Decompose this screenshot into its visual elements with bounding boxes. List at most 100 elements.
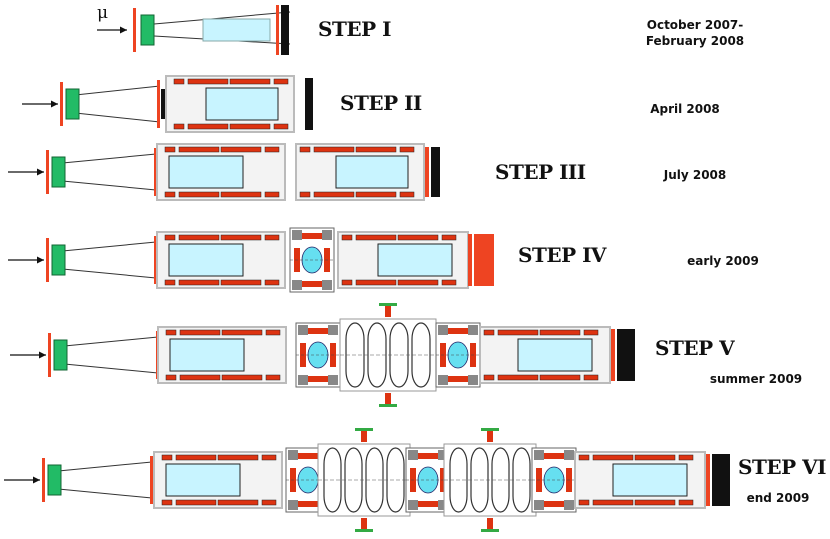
- ckov-detector: [47, 464, 62, 496]
- tof-bar: [468, 234, 472, 286]
- focus-coil-block: [292, 230, 302, 240]
- step-4-beamline: [8, 227, 494, 293]
- coil-segment: [583, 374, 599, 381]
- focus-coil-block: [328, 325, 338, 335]
- step-6-label: STEP VI: [738, 455, 826, 479]
- tof-bar: [60, 82, 63, 126]
- step-1-label: STEP I: [318, 17, 391, 41]
- beam-envelope-line: [65, 85, 161, 97]
- focus-coil-block: [438, 325, 448, 335]
- calorimeter-plate: [712, 454, 730, 506]
- coil-segment: [497, 374, 539, 381]
- focus-coil-block: [292, 280, 302, 290]
- focus-coil-winding: [544, 501, 564, 507]
- step-5-beamline: [10, 303, 635, 407]
- step-6-beamline: [4, 428, 730, 532]
- coil-segment: [678, 454, 694, 461]
- rf-coupler: [361, 430, 367, 442]
- coil-segment: [678, 499, 694, 506]
- rf-coupler-flange: [379, 404, 397, 407]
- beam-envelope-line: [53, 362, 159, 374]
- tof-bar: [276, 5, 279, 55]
- focus-coil-block: [288, 450, 298, 460]
- focus-coil-block: [328, 375, 338, 385]
- tof-bar: [611, 329, 615, 381]
- rf-cavity: [389, 322, 409, 388]
- beam-envelope-line: [53, 336, 159, 348]
- coil-segment: [164, 279, 176, 286]
- focus-coil-block: [438, 375, 448, 385]
- focus-coil-winding: [308, 328, 328, 334]
- diffuser-red: [150, 456, 153, 504]
- beam-envelope-line: [51, 267, 157, 279]
- coil-segment: [179, 374, 221, 381]
- coil-segment: [161, 454, 173, 461]
- tracker-bore: [205, 87, 279, 121]
- beam-arrow-head: [51, 100, 58, 108]
- beam-envelope-line: [47, 487, 153, 499]
- rf-coupler-flange: [481, 428, 499, 431]
- coil-segment: [634, 499, 676, 506]
- calorimeter-plate: [431, 147, 440, 197]
- ckov-detector: [51, 244, 66, 276]
- calorimeter-plate: [617, 329, 635, 381]
- tracker-bore: [612, 463, 688, 497]
- coil-segment: [355, 191, 397, 198]
- step-4-label: STEP IV: [518, 243, 606, 267]
- beam-envelope-line: [51, 241, 157, 253]
- coil-segment: [299, 191, 311, 198]
- coil-segment: [178, 279, 220, 286]
- coil-segment: [264, 146, 280, 153]
- coil-segment: [173, 78, 185, 85]
- rf-cavity: [344, 447, 363, 513]
- coil-segment: [578, 499, 590, 506]
- coil-segment: [441, 279, 457, 286]
- coil-segment: [634, 454, 676, 461]
- focus-coil-winding: [448, 376, 468, 382]
- coil-segment: [483, 329, 495, 336]
- coil-segment: [164, 146, 176, 153]
- rf-coupler: [361, 518, 367, 530]
- step-3-beamline: [8, 143, 440, 201]
- muon-symbol: μ: [97, 3, 109, 23]
- tracker-bore: [169, 338, 245, 372]
- step-1-date-line-2: February 2008: [645, 34, 745, 48]
- coil-segment: [187, 78, 229, 85]
- coil-segment: [175, 499, 217, 506]
- step-5-date-line-1: summer 2009: [709, 372, 803, 386]
- coil-segment: [187, 123, 229, 130]
- step-3-date-line-1: July 2008: [663, 168, 727, 182]
- coil-segment: [578, 454, 590, 461]
- focus-coil-winding: [302, 281, 322, 287]
- focus-coil-winding: [418, 501, 438, 507]
- diffuser-red: [157, 80, 160, 128]
- focus-coil-block: [564, 500, 574, 510]
- coil-segment: [583, 329, 599, 336]
- focus-coil-block: [288, 500, 298, 510]
- coil-segment: [399, 146, 415, 153]
- calorimeter-plate: [474, 234, 494, 286]
- coil-segment: [265, 329, 281, 336]
- step-4-date: early 2009: [673, 253, 773, 269]
- coil-segment: [539, 329, 581, 336]
- coil-segment: [164, 191, 176, 198]
- tof-bar: [46, 150, 49, 194]
- rf-coupler: [385, 393, 391, 405]
- coil-segment: [592, 454, 634, 461]
- step-5-label: STEP V: [655, 336, 735, 360]
- tof-bar: [706, 454, 710, 506]
- coil-segment: [161, 499, 173, 506]
- step-3-label: STEP III: [495, 160, 586, 184]
- step-6-date: end 2009: [738, 490, 818, 506]
- ckov-detector: [53, 339, 68, 371]
- focus-coil-block: [534, 500, 544, 510]
- coil-segment: [299, 146, 311, 153]
- step-2-beamline: [22, 75, 313, 133]
- tracker-bore: [165, 463, 241, 497]
- step-1-date: October 2007- February 2008: [630, 17, 760, 49]
- focus-coil-winding: [298, 453, 318, 459]
- beam-arrow-head: [37, 256, 44, 264]
- tof-bar: [48, 333, 51, 377]
